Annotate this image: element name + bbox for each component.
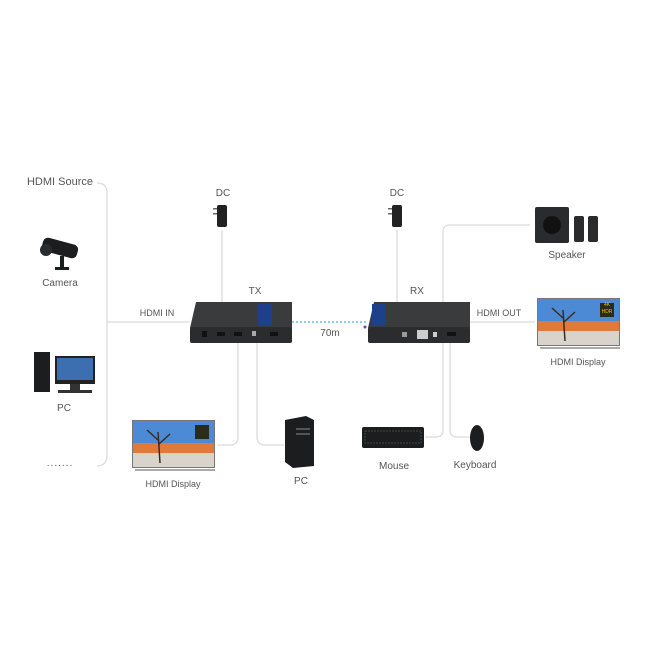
dc-adapter-rx-icon <box>388 205 402 227</box>
badge-4k-right: 4K <box>603 302 611 308</box>
tx-display-line <box>217 343 239 446</box>
pc-tower-icon <box>285 416 314 468</box>
keyboard-label: Keyboard <box>453 460 497 471</box>
source-bracket <box>96 182 108 467</box>
more-sources-label: ....... <box>46 458 74 469</box>
hdmi-display-bottom-label: HDMI Display <box>145 479 201 489</box>
speaker-icon <box>535 207 598 243</box>
dc-tx-label: DC <box>215 188 231 199</box>
camera-label: Camera <box>42 278 78 289</box>
tx-label: TX <box>248 286 262 297</box>
hdmi-display-right-icon <box>537 298 620 349</box>
tx-extender-icon <box>190 302 292 343</box>
hdmi-in-label: HDMI IN <box>139 308 175 318</box>
speaker-label: Speaker <box>548 250 586 261</box>
rx-extender-icon <box>368 302 470 343</box>
distance-label: 70m <box>320 328 340 339</box>
camera-icon <box>40 237 79 270</box>
rx-label: RX <box>410 286 424 297</box>
dc-adapter-tx-icon <box>213 205 227 227</box>
mouse-label: Mouse <box>378 461 410 472</box>
tx-pc-line <box>256 343 284 446</box>
hdmi-display-right-label: HDMI Display <box>550 357 606 367</box>
badge-hdr-right: HDR <box>601 309 613 315</box>
rx-keyboard-line <box>425 343 444 438</box>
rx-mouse-line <box>449 343 470 438</box>
hdmi-out-label: HDMI OUT <box>476 308 522 318</box>
speaker-line <box>442 224 530 302</box>
hdmi-display-bottom-icon <box>132 420 215 471</box>
pc-bottom-label: PC <box>294 476 308 487</box>
hdmi-source-label: HDMI Source <box>26 176 94 188</box>
pc-left-icon <box>34 352 95 393</box>
mouse-icon <box>470 425 484 451</box>
keyboard-icon <box>362 427 424 448</box>
pc-left-label: PC <box>57 403 71 414</box>
dc-rx-label: DC <box>389 188 405 199</box>
